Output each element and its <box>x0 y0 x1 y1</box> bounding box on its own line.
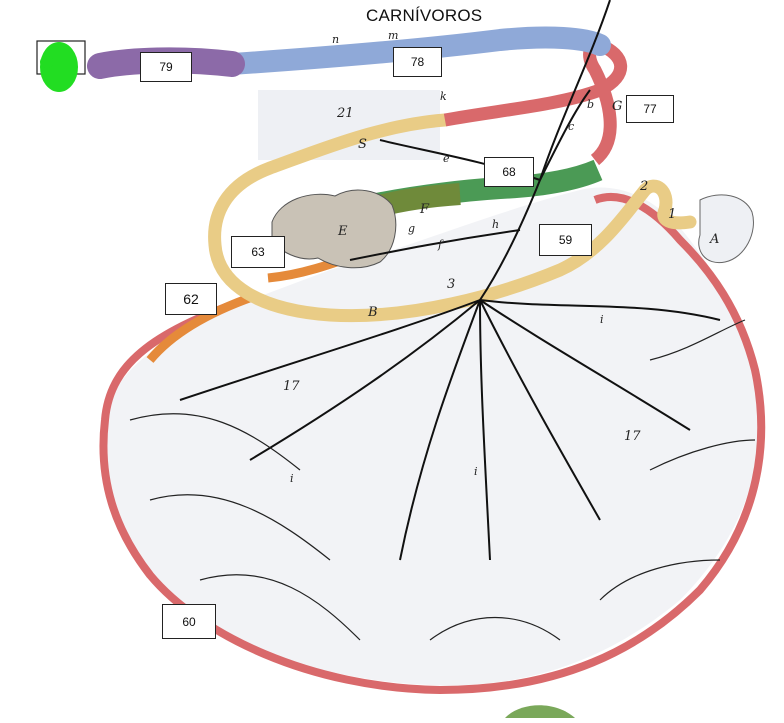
label-box-68[interactable]: 68 <box>484 157 534 187</box>
glyph-21: 21 <box>336 106 354 121</box>
stomach-a <box>698 194 754 264</box>
glyph-17-left: 17 <box>283 379 300 394</box>
glyph-s-upper: S <box>358 137 367 152</box>
glyph-n: n <box>332 33 339 46</box>
glyph-b-upper: B <box>367 305 378 320</box>
diagram-title: CARNÍVOROS <box>366 6 483 25</box>
label-box-77[interactable]: 77 <box>626 95 674 123</box>
colon-loop <box>208 113 697 323</box>
glyph-3: 3 <box>447 277 455 292</box>
label-box-60[interactable]: 60 <box>162 604 216 639</box>
glyph-m: m <box>388 29 398 42</box>
organ-e <box>271 189 397 269</box>
glyph-g: g <box>408 222 415 235</box>
glyph-e: e <box>443 152 450 165</box>
glyph-e-upper: E <box>337 224 348 239</box>
glyph-c: c <box>568 120 574 133</box>
arcades <box>129 319 756 641</box>
red-segment-top <box>443 38 628 166</box>
glyph-2: 2 <box>639 179 648 194</box>
glyph-b: b <box>587 98 594 111</box>
green-marker <box>40 42 78 92</box>
glyph-i-right: i <box>600 313 604 326</box>
green-marker-lobe <box>40 56 54 68</box>
glyph-17-right: 17 <box>624 429 641 444</box>
label-box-59[interactable]: 59 <box>539 224 592 256</box>
glyph-h: h <box>492 218 499 231</box>
label-box-63[interactable]: 63 <box>231 236 285 268</box>
label-box-78[interactable]: 78 <box>393 47 442 77</box>
bottom-blob <box>505 705 575 718</box>
glyph-a-upper: A <box>709 232 719 247</box>
glyph-i-center: i <box>474 465 478 478</box>
glyph-i-left: i <box>290 472 294 485</box>
vessels <box>179 0 721 561</box>
glyph-1: 1 <box>668 207 676 222</box>
glyph-k: k <box>440 90 447 103</box>
label-box-62[interactable]: 62 <box>165 283 217 315</box>
descending-colon <box>221 26 611 75</box>
glyph-f-upper: F <box>419 202 430 217</box>
glyph-f: f <box>437 238 444 251</box>
glyph-g-upper: G <box>612 99 622 114</box>
ileum-segment <box>146 291 257 363</box>
label-box-79[interactable]: 79 <box>140 52 192 82</box>
jejunum-border <box>99 192 766 695</box>
